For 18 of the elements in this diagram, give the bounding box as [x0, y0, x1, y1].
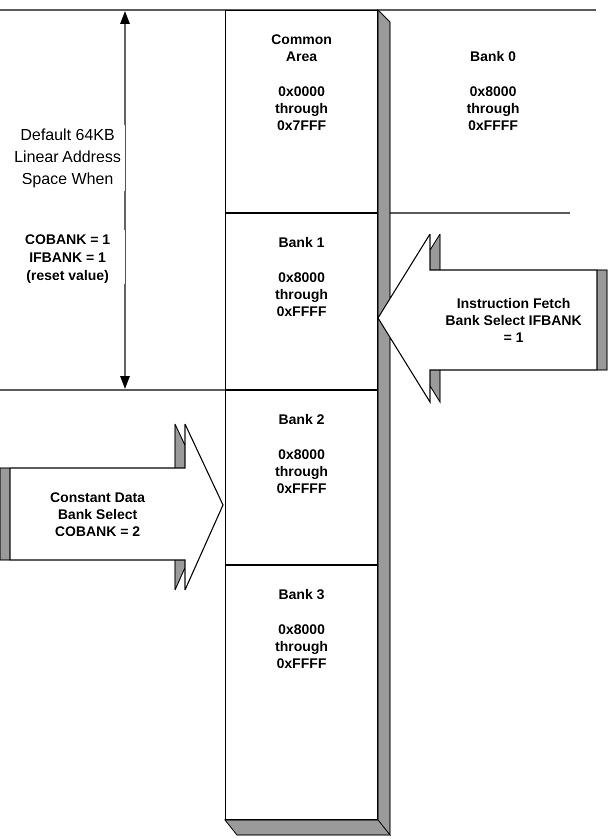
block-title: Bank 1 — [278, 234, 324, 251]
address-range: 0x8000 through 0xFFFF — [274, 621, 329, 672]
address-range: 0x8000 through 0xFFFF — [466, 83, 520, 134]
address-range: 0x0000 through 0x7FFF — [274, 83, 329, 134]
block-title: Common Area — [270, 31, 333, 65]
address-range: 0x8000 through 0xFFFF — [274, 446, 329, 497]
memory-block — [225, 565, 378, 820]
memory-block — [225, 213, 378, 390]
block-arrow — [378, 234, 609, 406]
memory-block — [225, 10, 378, 213]
block-title: Bank 0 — [470, 48, 516, 65]
arrow-label: Constant Data Bank Select COBANK = 2 — [49, 488, 146, 540]
arrow-label: Instruction Fetch Bank Select IFBANK = 1 — [444, 294, 583, 346]
block-arrow — [0, 423, 224, 593]
block-title: Bank 3 — [278, 586, 324, 603]
memory-block — [225, 390, 378, 565]
address-range: 0x8000 through 0xFFFF — [274, 269, 329, 320]
block-title: Bank 2 — [278, 411, 324, 428]
